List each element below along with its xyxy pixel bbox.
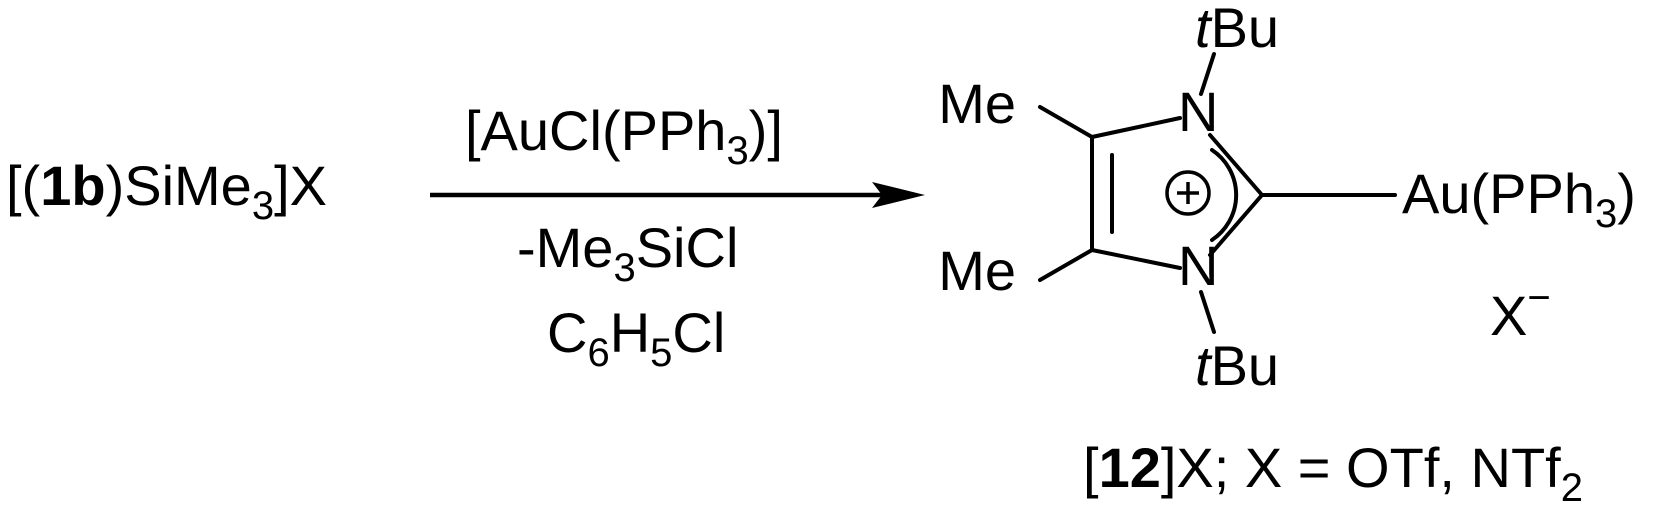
caption-middle: ]X; X = OTf, NTf — [1161, 436, 1561, 499]
solvent-cl: Cl — [672, 301, 725, 364]
gold-suffix: ) — [1617, 162, 1636, 225]
tbu-bottom-label: tBu — [1195, 334, 1279, 397]
caption-compound-number: 12 — [1099, 436, 1161, 499]
bond-c5-methyl — [1038, 248, 1094, 282]
n3-atom-label: N — [1178, 234, 1218, 297]
imidazolium-ring-bonds — [1090, 116, 1264, 270]
methyl-bottom-label: Me — [938, 239, 1016, 302]
reactant-compound-number: 1b — [40, 154, 105, 217]
delocalized-arc — [1210, 148, 1239, 242]
bond-c4-methyl — [1038, 105, 1094, 139]
caption-open-bracket: [ — [1083, 436, 1099, 499]
bond-n1-c2 — [1208, 133, 1264, 197]
reagent-subscript: 3 — [726, 129, 748, 173]
anion-symbol: X — [1490, 284, 1527, 347]
anion-charge: − — [1527, 276, 1550, 320]
bond-c2-n3 — [1208, 193, 1264, 257]
byproduct-suffix: SiCl — [636, 216, 739, 279]
gold-subscript: 3 — [1595, 192, 1617, 236]
reaction-arrow — [430, 182, 925, 208]
gold-phosphine-label: Au(PPh3) — [1402, 162, 1636, 236]
tbu-bottom-italic-t: t — [1195, 334, 1213, 397]
tbu-top-italic-t: t — [1195, 0, 1213, 59]
tbu-top-bu: Bu — [1211, 0, 1280, 59]
positive-charge-symbol — [1165, 170, 1211, 216]
solvent-h-subscript: 5 — [650, 331, 672, 375]
caption-subscript: 2 — [1561, 466, 1583, 510]
gold-prefix: Au(PPh — [1402, 162, 1595, 225]
reactant-close-paren: ) — [106, 154, 125, 217]
solvent-c: C — [547, 301, 587, 364]
bond-c4-n1 — [1090, 116, 1182, 139]
tbu-top-label: tBu — [1195, 0, 1279, 59]
reagent-prefix: [AuCl(PPh — [465, 99, 726, 162]
product-caption: [12]X; X = OTf, NTf2 — [1083, 436, 1583, 510]
solvent-c-subscript: 6 — [587, 331, 609, 375]
methyl-top-label: Me — [938, 72, 1016, 135]
solvent-h: H — [610, 301, 650, 364]
bond-n3-c5 — [1090, 248, 1182, 270]
byproduct-prefix: -Me — [517, 216, 613, 279]
reagent-label: [AuCl(PPh3)] — [465, 99, 783, 173]
bond-n1-tbu — [1199, 52, 1216, 96]
tbu-bottom-bu: Bu — [1211, 334, 1280, 397]
anion-label: X− — [1490, 276, 1551, 347]
byproduct-subscript: 3 — [613, 246, 635, 290]
reagent-suffix: )] — [749, 99, 783, 162]
reactant-formula: [(1b)SiMe3]X — [6, 154, 327, 228]
product-structure: N N Me Me tBu tBu Au(PPh3) X− — [938, 0, 1636, 397]
reactant-open-bracket: [( — [6, 154, 41, 217]
n1-atom-label: N — [1178, 80, 1218, 143]
byproduct-label: -Me3SiCl — [517, 216, 738, 290]
reactant-silyl-prefix: SiMe — [124, 154, 252, 217]
reactant-silyl-subscript: 3 — [252, 184, 274, 228]
solvent-label: C6H5Cl — [547, 301, 725, 375]
bond-n3-tbu — [1199, 290, 1216, 334]
reactant-close-bracket: ]X — [274, 154, 327, 217]
